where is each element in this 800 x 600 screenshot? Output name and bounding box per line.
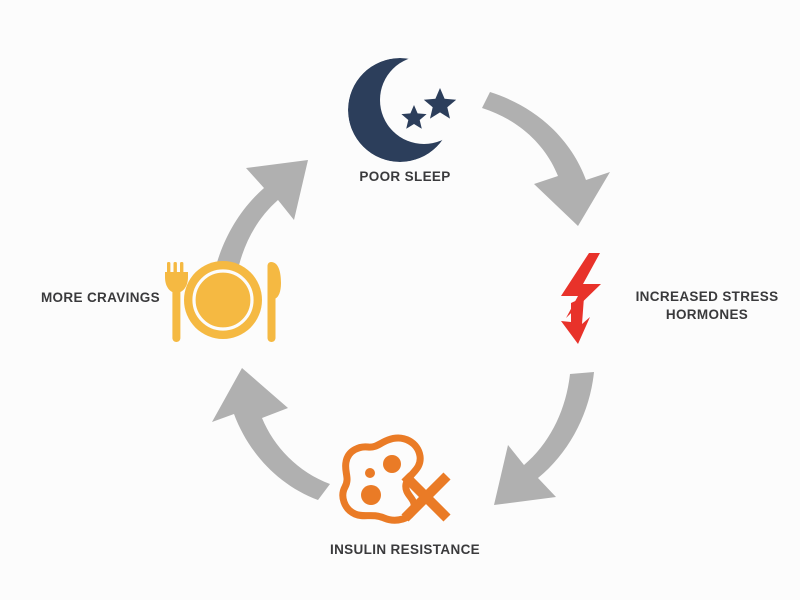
node-label-poor-sleep: POOR SLEEP [359,169,451,184]
arrow-stress-to-insulin [494,372,594,505]
arrow-insulin-to-cravings [212,368,330,500]
node-label-insulin-resistance: INSULIN RESISTANCE [329,542,481,557]
cell-blocked-icon [339,434,451,524]
plate-fork-knife-icon [165,261,281,342]
lightning-bolt-arrow-icon [561,253,601,344]
node-label-increased-stress-hormones: INCREASED STRESS HORMONES [635,289,779,323]
arrow-sleep-to-stress [482,92,610,226]
crescent-moon-stars-icon [348,58,457,162]
node-label-more-cravings: MORE CRAVINGS [40,290,160,305]
